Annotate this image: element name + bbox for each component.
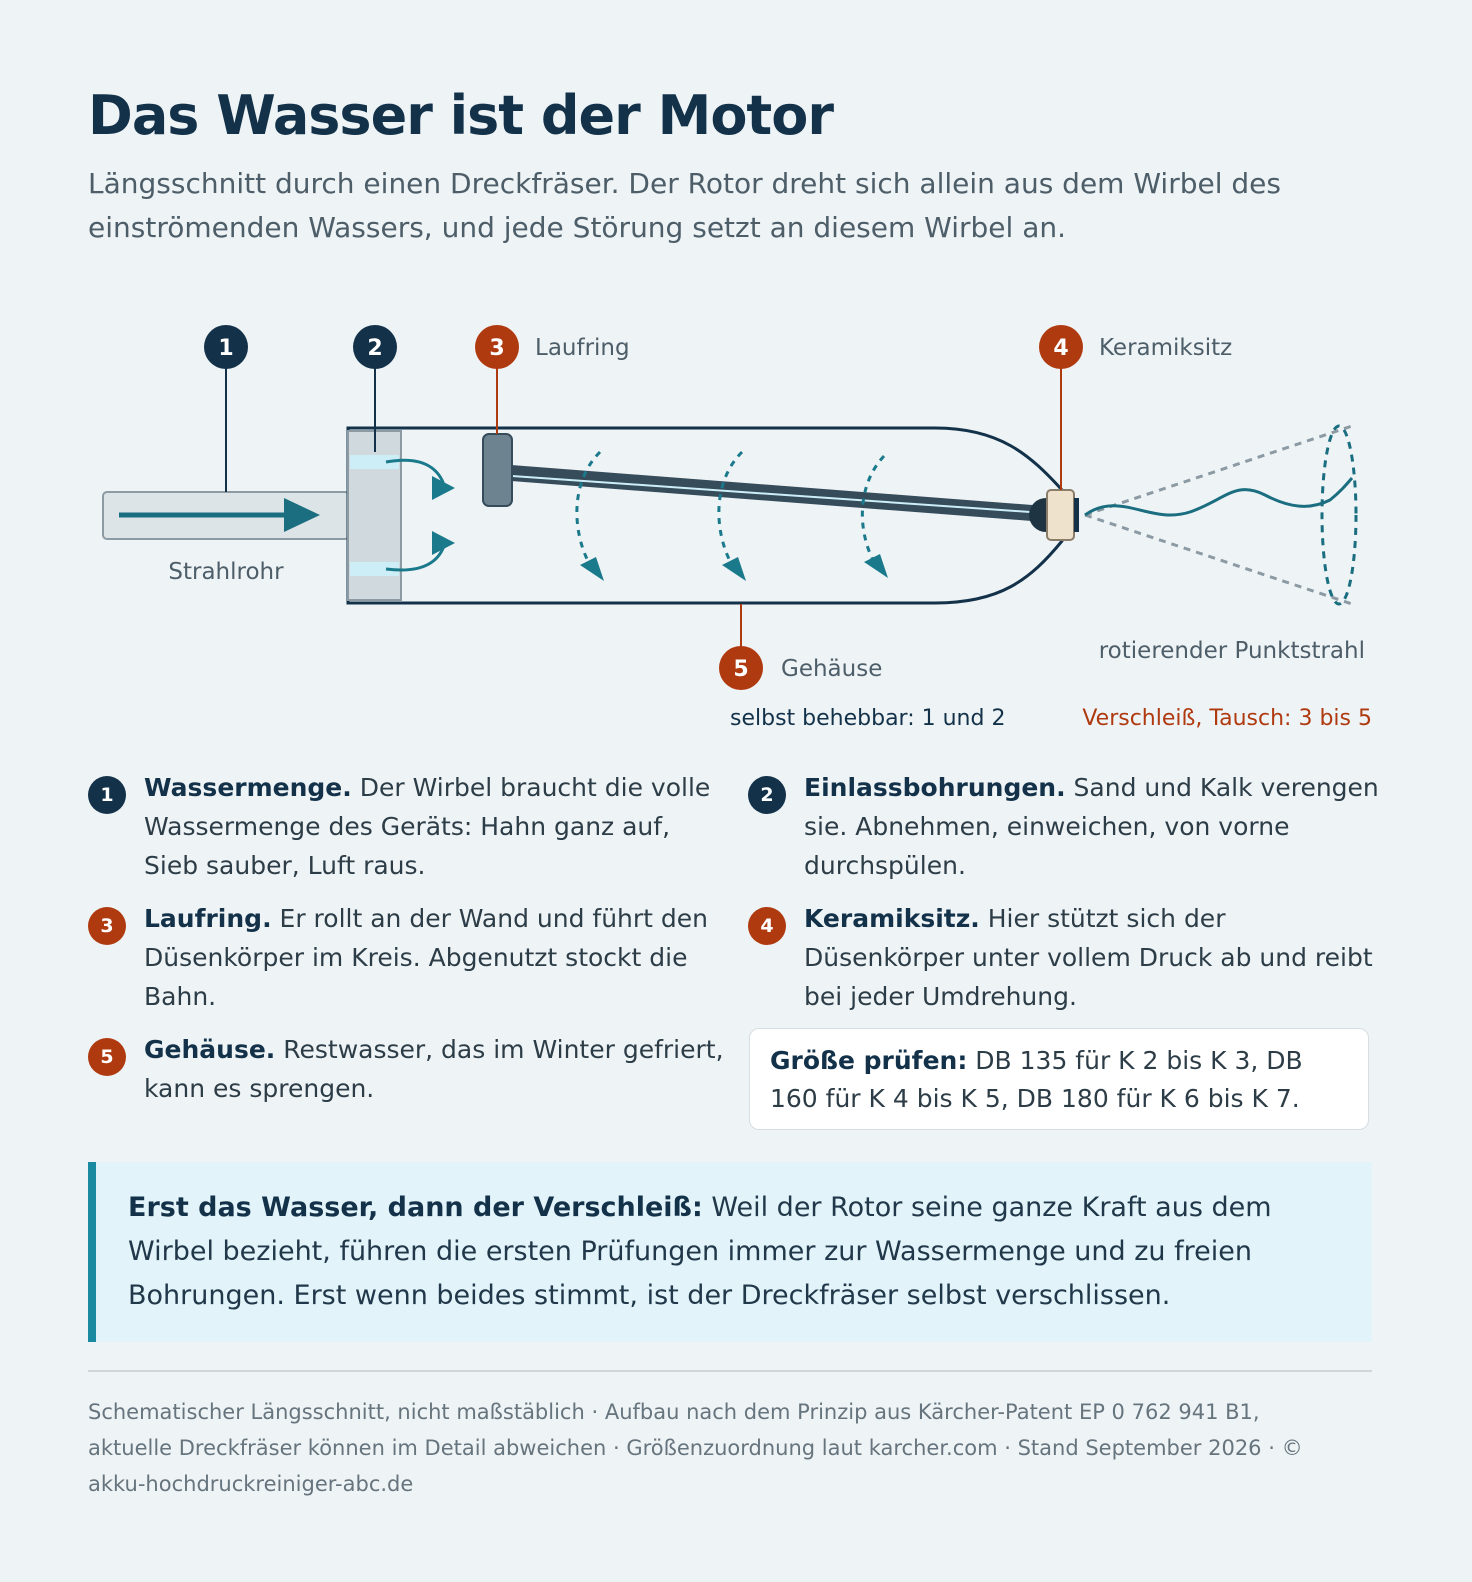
note-3-number: 3 <box>88 907 126 945</box>
marker-1: 1 <box>204 325 248 369</box>
marker-4: 4 <box>1039 325 1083 369</box>
footer-item: Schematischer Längsschnitt, nicht maßstä… <box>88 1400 585 1424</box>
page-title: Das Wasser ist der Motor <box>88 84 834 147</box>
note-1-body: Der Wirbel braucht die volle Wassermenge… <box>144 773 711 880</box>
footer-divider <box>88 1370 1372 1372</box>
note-5-body: Restwasser, das im Winter gefriert, kann… <box>144 1035 724 1103</box>
note-2-title: Einlassbohrungen. <box>804 773 1066 802</box>
note-4-title: Keramiksitz. <box>804 904 980 933</box>
spray-cone <box>1084 423 1358 607</box>
marker-2: 2 <box>353 325 397 369</box>
note-2: 2 Einlassbohrungen. Sand und Kalk vereng… <box>748 768 1380 885</box>
summary-callout-text: Erst das Wasser, dann der Verschleiß: We… <box>128 1186 1340 1318</box>
nozzle-cross-section-diagram: Strahlrohr <box>102 325 1372 731</box>
marker-5-label: Gehäuse <box>781 656 882 682</box>
note-1: 1 Wassermenge. Der Wirbel braucht die vo… <box>88 768 728 885</box>
size-check-text: Größe prüfen: DB 135 für K 2 bis K 3, DB… <box>770 1042 1348 1118</box>
footer-notes: Schematischer Längsschnitt, nicht maßstä… <box>88 1394 1348 1502</box>
marker-3-number: 3 <box>489 336 504 361</box>
note-3-title: Laufring. <box>144 904 272 933</box>
summary-callout: Erst das Wasser, dann der Verschleiß: We… <box>88 1162 1372 1342</box>
note-2-number: 2 <box>748 776 786 814</box>
summary-callout-title: Erst das Wasser, dann der Verschleiß: <box>128 1192 703 1223</box>
size-check-title: Größe prüfen: <box>770 1046 968 1075</box>
marker-2-number: 2 <box>367 336 382 361</box>
marker-4-label: Keramiksitz <box>1099 335 1232 361</box>
marker-4-number: 4 <box>1053 336 1068 361</box>
ceramic-seat-part <box>1046 489 1075 541</box>
vortex-arrow-heads <box>580 554 888 581</box>
note-3-body: Er rollt an der Wand und führt den Düsen… <box>144 904 709 1011</box>
note-4: 4 Keramiksitz. Hier stützt sich der Düse… <box>748 899 1380 1016</box>
note-3: 3 Laufring. Er rollt an der Wand und füh… <box>88 899 728 1016</box>
note-5-text: Gehäuse. Restwasser, das im Winter gefri… <box>144 1030 728 1108</box>
jet-label: rotierender Punktstrahl <box>1099 638 1365 664</box>
note-4-number: 4 <box>748 907 786 945</box>
strahlrohr-pipe <box>102 491 350 540</box>
note-5: 5 Gehäuse. Restwasser, das im Winter gef… <box>88 1030 728 1108</box>
note-1-text: Wassermenge. Der Wirbel braucht die voll… <box>144 768 728 885</box>
summary-callout-body: Weil der Rotor seine ganze Kraft aus dem… <box>128 1192 1272 1311</box>
note-5-title: Gehäuse. <box>144 1035 276 1064</box>
legend-self-fixable: selbst behebbar: 1 und 2 <box>730 706 1005 731</box>
laufring-part <box>482 433 513 507</box>
note-1-number: 1 <box>88 776 126 814</box>
footer-item: Stand September 2026 <box>998 1436 1262 1460</box>
strahlrohr-label: Strahlrohr <box>168 559 284 585</box>
note-3-text: Laufring. Er rollt an der Wand und führt… <box>144 899 728 1016</box>
marker-5-number: 5 <box>733 657 748 682</box>
note-4-text: Keramiksitz. Hier stützt sich der Düsenk… <box>804 899 1380 1016</box>
callout-lines <box>225 368 1062 648</box>
inlet-plate <box>347 430 455 601</box>
marker-3: 3 <box>475 325 519 369</box>
size-check-body: DB 135 für K 2 bis K 3, DB 160 für K 4 b… <box>770 1046 1303 1113</box>
marker-3-label: Laufring <box>535 335 630 361</box>
vortex-arrows <box>575 450 886 566</box>
marker-1-number: 1 <box>218 336 233 361</box>
housing-outline <box>346 426 1064 605</box>
note-1-title: Wassermenge. <box>144 773 352 802</box>
marker-5: 5 <box>719 646 763 690</box>
note-5-number: 5 <box>88 1038 126 1076</box>
size-check-box: Größe prüfen: DB 135 für K 2 bis K 3, DB… <box>749 1028 1369 1130</box>
rotor <box>482 433 1079 541</box>
footer-item: Größenzuordnung laut karcher.com <box>606 1436 997 1460</box>
legend-wear-parts: Verschleiß, Tausch: 3 bis 5 <box>1082 706 1372 731</box>
note-2-body: Sand und Kalk verengen sie. Abnehmen, ei… <box>804 773 1379 880</box>
note-2-text: Einlassbohrungen. Sand und Kalk verengen… <box>804 768 1380 885</box>
page-subtitle: Längsschnitt durch einen Dreckfräser. De… <box>88 167 1281 244</box>
note-4-body: Hier stützt sich der Düsenkörper unter v… <box>804 904 1373 1011</box>
